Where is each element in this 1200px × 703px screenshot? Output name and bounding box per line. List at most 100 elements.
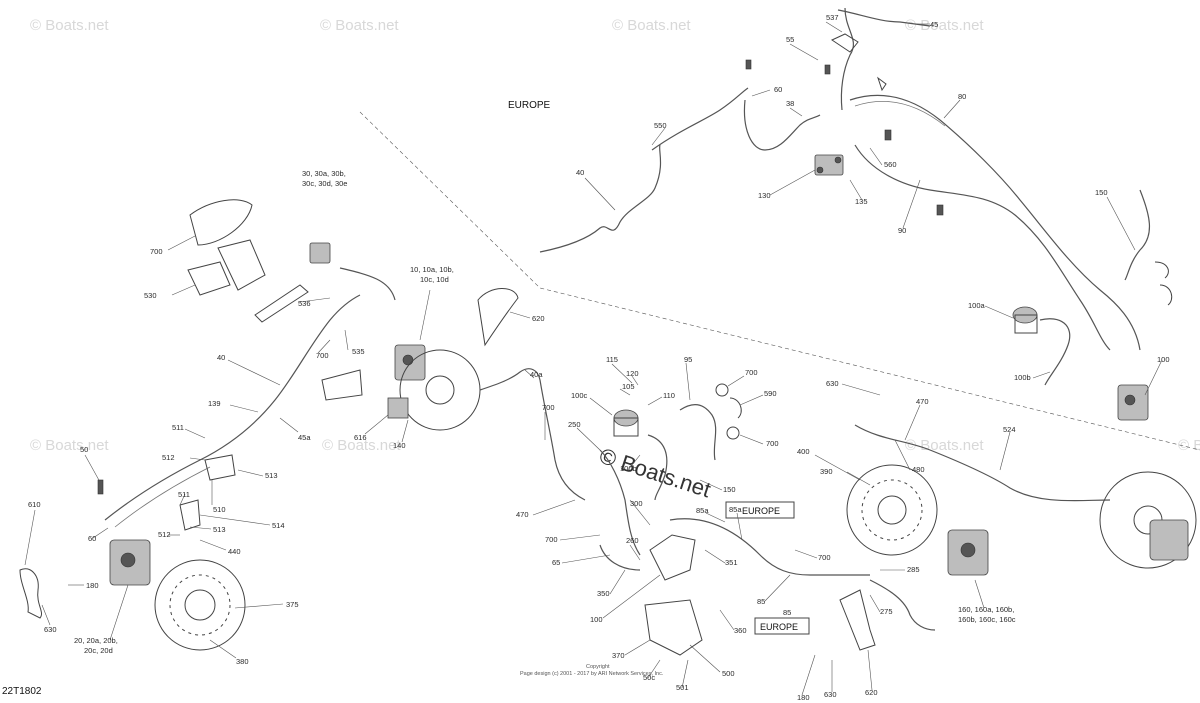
watermark-text: © Boats.net [905,437,984,454]
callout-label: 400 [797,447,810,456]
callout-label: 135 [855,197,868,206]
europe-boxes: EUROPE EUROPE [725,501,810,635]
callout-label: 630 [44,625,57,634]
callout-label: 300 [630,499,643,508]
callout-label: 55 [786,35,794,44]
callout-label: 85a [729,505,742,514]
callout-label: 40a [530,370,543,379]
callout-label: 140 [393,441,406,450]
callout-label: 470 [916,397,929,406]
watermark-text: © Boats.net [322,437,401,454]
callout-label: 85a [696,506,709,515]
callout-label: 100c [571,391,588,400]
callout-label: 351 [725,558,738,567]
callout-label: 550 [654,121,667,130]
callout-label: 470 [516,510,529,519]
callout-label: 30, 30a, 30b, [302,169,346,178]
callout-label: 620 [532,314,545,323]
callout-label: 630 [824,690,837,699]
watermark-text: © Boats.net [612,17,691,34]
watermark-text: © Boats.net [320,17,399,34]
footer: Copyright Page design (c) 2001 - 2017 by… [2,664,664,697]
handlebar-master-cylinder-assembly [104,199,519,528]
callout-label: 45 [930,20,938,29]
callout-label: 380 [236,657,249,666]
callout-label: 105 [622,382,635,391]
callout-label: 390 [820,467,833,476]
callout-label: 90 [898,226,906,235]
callout-label: 38 [786,99,794,108]
callout-label: 20c, 20d [84,646,113,655]
center-brake-assembly [479,368,1197,656]
callout-label: 524 [1003,425,1016,434]
callout-label: 511 [178,490,190,499]
watermark-text: © Boats.net [30,17,109,34]
callout-label: 100a [968,301,986,310]
callout-label: 700 [745,368,758,377]
callout-label: 50c [643,673,655,682]
top-europe-assembly: EUROPE [508,7,1173,421]
callout-label: 60 [774,85,782,94]
callout-label: 700 [316,351,329,360]
callout-label: 514 [272,521,285,530]
copyright-line-1: Copyright [586,664,610,670]
callout-labels: 537 45 55 60 38 80 550 40 560 130 135 90… [28,13,1170,702]
callout-label: 85 [783,608,791,617]
callout-label: 150 [723,485,736,494]
callout-label: 285 [907,565,920,574]
callout-label: 536 [298,299,311,308]
left-front-brake-assembly [19,454,246,651]
callout-label: 535 [352,347,365,356]
callout-label: 360 [734,626,747,635]
callout-label: 40 [217,353,225,362]
callout-label: 100b [1014,373,1031,382]
callout-label: 150 [1095,188,1108,197]
callout-label: 370 [612,651,625,660]
callout-label: 120 [626,369,639,378]
callout-label: 700 [542,403,555,412]
callout-label: 560 [884,160,897,169]
callout-label: 10c, 10d [420,275,449,284]
callout-label: 700 [150,247,163,256]
callout-label: 139 [208,399,221,408]
europe-label-box-2: EUROPE [760,622,798,632]
watermark-text: © Boats.net [1178,437,1200,454]
callout-label: 160b, 160c, 160c [958,615,1016,624]
callout-label: 115 [606,355,618,364]
callout-label: 700 [545,535,558,544]
callout-label: 100b [620,464,637,473]
copyright-line-2: Page design (c) 2001 - 2017 by ARI Netwo… [520,671,664,677]
callout-label: 630 [826,379,839,388]
europe-label-box-1: EUROPE [742,506,780,516]
callout-label: 20, 20a, 20b, [74,636,118,645]
callout-label: 80 [958,92,966,101]
callout-label: 100 [1157,355,1170,364]
callout-label: 500 [722,669,735,678]
callout-label: 513 [213,525,226,534]
callout-label: 620 [865,688,878,697]
callout-label: 512 [158,530,171,539]
callout-label: 537 [826,13,839,22]
callout-label: 511 [172,423,184,432]
region-divider-lines [359,111,1200,451]
callout-label: 180 [797,693,810,702]
callout-label: 700 [818,553,831,562]
callout-label: 85 [757,597,765,606]
callout-label: 110 [663,391,675,400]
callout-label: 95 [684,355,692,364]
europe-label-top: EUROPE [508,100,551,111]
callout-label: 50 [80,445,88,454]
callout-label: 250 [568,420,581,429]
callout-label: 45a [298,433,311,442]
callout-label: 510 [213,505,226,514]
callout-label: 40 [576,168,584,177]
callout-label: 480 [912,465,925,474]
callout-label: 512 [162,453,175,462]
callout-label: 350 [597,589,610,598]
callout-label: 100 [590,615,603,624]
callout-label: 700 [766,439,779,448]
callout-label: 10, 10a, 10b, [410,265,454,274]
callout-label: 180 [86,581,99,590]
callout-label: 260 [626,536,639,545]
